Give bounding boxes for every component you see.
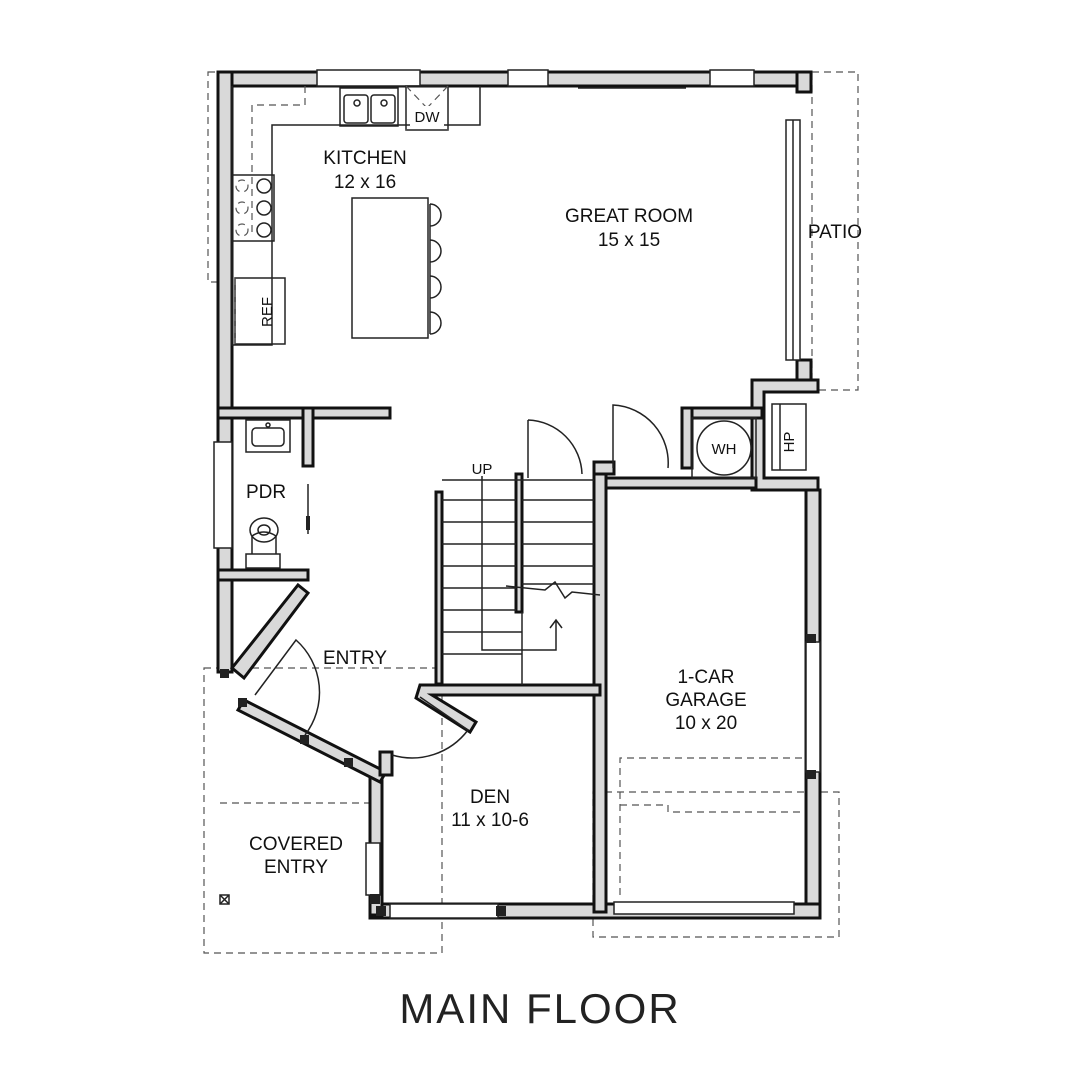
- great-room-window-2: [709, 69, 755, 87]
- kitchen-name: KITCHEN: [323, 148, 406, 169]
- great-room-name: GREAT ROOM: [565, 206, 693, 227]
- room-labels: KITCHEN 12 x 16 GREAT ROOM 15 x 15 PATIO…: [246, 148, 862, 878]
- toilet-icon: [245, 517, 281, 569]
- garage-size: 10 x 20: [675, 713, 737, 734]
- windows: [213, 69, 821, 919]
- kitchen-window: [316, 69, 421, 87]
- cooktop-icon: [231, 174, 275, 242]
- kitchen-size: 12 x 16: [334, 172, 396, 193]
- den-name: DEN: [470, 787, 510, 808]
- garage-door: [613, 901, 795, 915]
- covered-entry-line1: COVERED: [249, 834, 343, 855]
- great-room-size: 15 x 15: [598, 230, 660, 251]
- pdr-window: [213, 441, 233, 549]
- den-window: [389, 903, 499, 919]
- pdr-name: PDR: [246, 482, 286, 503]
- refrigerator-icon: REF: [234, 277, 286, 345]
- stairs: UP: [434, 461, 601, 686]
- doors: [254, 404, 669, 759]
- refrigerator-label: REF: [259, 297, 276, 327]
- heat-pump-icon: HP: [771, 403, 807, 471]
- covered-entry-line2: ENTRY: [264, 857, 328, 878]
- sink-icon: [339, 87, 399, 127]
- light-fixture-icon: [219, 894, 230, 905]
- corner-posts: [220, 634, 816, 916]
- utility: WH HP: [691, 403, 807, 479]
- plan-title: MAIN FLOOR: [399, 985, 681, 1032]
- stools: [429, 203, 442, 335]
- dishwasher-label: DW: [415, 109, 441, 126]
- kitchen-island: [351, 197, 429, 339]
- water-heater-icon: WH: [696, 420, 752, 476]
- pdr-fixtures: [245, 419, 310, 569]
- patio-name: PATIO: [808, 222, 862, 243]
- heat-pump-label: HP: [781, 432, 798, 453]
- garage-name-line2: GARAGE: [665, 690, 746, 711]
- dishwasher-icon: DW: [405, 85, 449, 131]
- water-heater-label: WH: [712, 441, 737, 458]
- den-side-window: [365, 842, 381, 896]
- outdoor-outlines: [203, 71, 859, 954]
- vanity-sink-icon: [245, 419, 291, 453]
- interior-walls: [216, 406, 764, 914]
- kitchen-fixtures: DW REF: [231, 85, 481, 346]
- garage-name-line1: 1-CAR: [677, 667, 734, 688]
- garage-window: [805, 641, 821, 773]
- stairs-up-label: UP: [472, 461, 493, 478]
- den-size: 11 x 10-6: [451, 810, 529, 831]
- entry-name: ENTRY: [323, 648, 387, 669]
- great-room-window-1: [507, 69, 549, 87]
